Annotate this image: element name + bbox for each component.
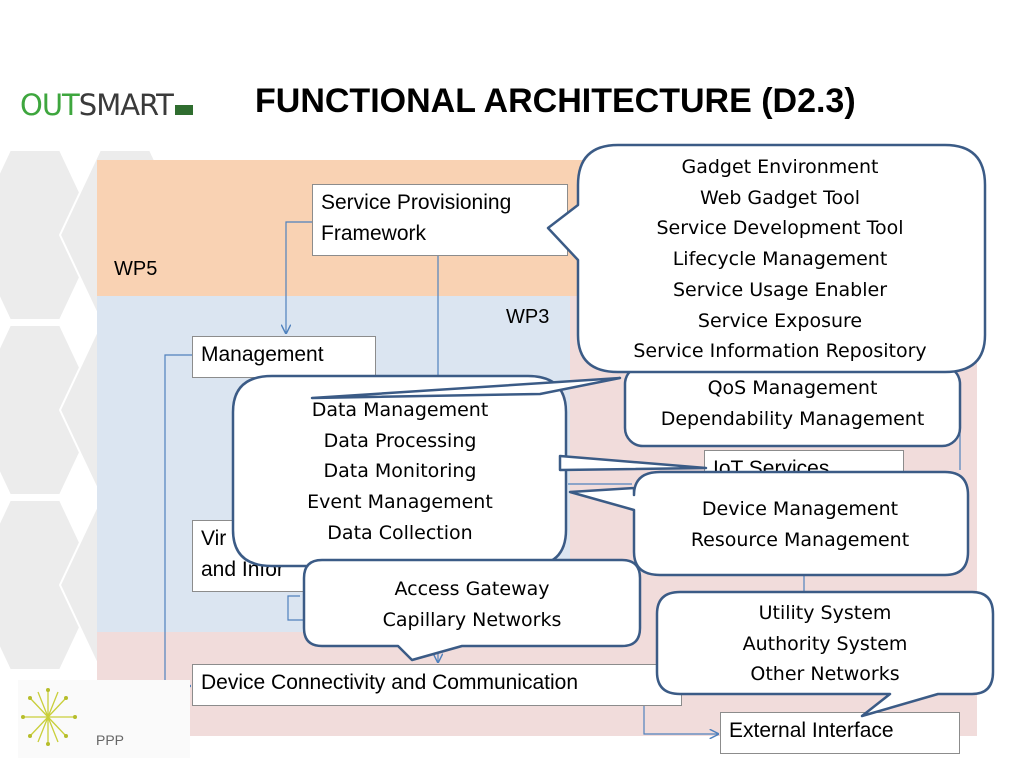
qos-item: Dependability Management: [660, 407, 925, 430]
device-connectivity-box: Device Connectivity and Communication: [192, 664, 682, 706]
virtual-info-line1: Vir: [201, 527, 227, 550]
data-item: Data Processing: [323, 429, 477, 452]
gadget-item: Lifecycle Management: [672, 248, 888, 271]
service-provisioning-line2: Framework: [321, 222, 427, 245]
slide-title: FUNCTIONAL ARCHITECTURE (D2.3): [255, 82, 856, 120]
device-mgmt-item: Device Management: [701, 498, 899, 520]
service-provisioning-box: Service Provisioning Framework: [312, 184, 568, 256]
utility-callout: Utility System Authority System Other Ne…: [664, 598, 986, 690]
gadget-item: Gadget Environment: [681, 156, 879, 178]
device-management-callout-shape: [568, 470, 970, 577]
utility-item: Authority System: [742, 632, 908, 655]
gadget-item: Service Information Repository: [633, 340, 927, 363]
data-item: Data Collection: [327, 521, 473, 544]
data-callout-pointer-right: [558, 454, 708, 472]
data-item: Data Management: [311, 399, 489, 421]
external-interface-label: External Interface: [729, 719, 894, 742]
gadget-item: Service Exposure: [697, 309, 863, 332]
wp3-label: WP3: [506, 306, 550, 328]
gadget-callout-shape: [546, 143, 987, 374]
access-item: Access Gateway: [394, 578, 550, 600]
device-management-callout: Device Management Resource Management: [640, 494, 960, 555]
utility-callout-shape: [655, 590, 995, 718]
logo-mark-icon: [174, 105, 193, 115]
qos-callout: QoS Management Dependability Management: [630, 373, 955, 434]
utility-item: Utility System: [758, 602, 892, 624]
utility-item: Other Networks: [750, 663, 900, 686]
access-gateway-callout-shape: [302, 558, 642, 662]
data-item: Event Management: [307, 491, 493, 514]
gadget-item: Service Development Tool: [656, 217, 904, 240]
logo-text-out: OUT: [20, 88, 80, 122]
fi-ppp-logo: [18, 680, 190, 758]
service-provisioning-line1: Service Provisioning: [321, 191, 512, 214]
device-mgmt-item: Resource Management: [690, 528, 910, 551]
data-callout-pointer-left: [310, 376, 622, 400]
qos-item: QoS Management: [707, 377, 878, 399]
logo-text-smart: SMART: [78, 88, 174, 122]
external-interface-box: External Interface: [720, 712, 960, 754]
data-management-callout: Data Management Data Processing Data Mon…: [240, 395, 560, 549]
wp5-label: WP5: [114, 258, 158, 280]
device-connectivity-label: Device Connectivity and Communication: [201, 671, 579, 694]
gadget-callout: Gadget Environment Web Gadget Tool Servi…: [600, 152, 960, 367]
gadget-item: Service Usage Enabler: [672, 278, 888, 301]
outsmart-logo: OUTSMART: [20, 88, 193, 122]
data-item: Data Monitoring: [323, 460, 477, 483]
management-label: Management: [201, 343, 324, 366]
access-gateway-callout: Access Gateway Capillary Networks: [310, 574, 634, 635]
access-item: Capillary Networks: [382, 608, 562, 631]
ppp-label: PPP: [96, 732, 125, 748]
starburst-icon: [21, 688, 77, 746]
gadget-item: Web Gadget Tool: [699, 186, 861, 209]
